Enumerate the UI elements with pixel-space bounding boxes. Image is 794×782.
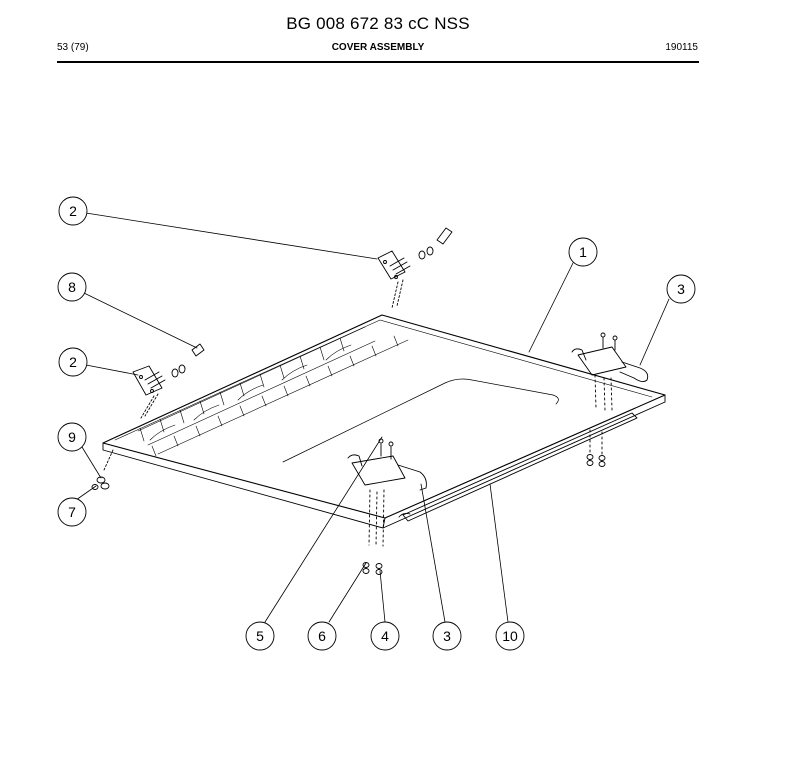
callouts: 2 8 2 9 7 1 3 5	[57, 196, 696, 651]
svg-text:3: 3	[443, 628, 451, 644]
edge-strip	[398, 412, 638, 522]
leader-lines	[75, 212, 670, 623]
svg-text:9: 9	[68, 429, 76, 445]
svg-text:3: 3	[677, 281, 685, 297]
section-title: COVER ASSEMBLY	[331, 42, 425, 53]
callout-4: 4	[370, 621, 400, 651]
svg-text:5: 5	[256, 628, 264, 644]
callout-2-hinge-upper: 2	[58, 196, 88, 226]
svg-text:6: 6	[318, 628, 326, 644]
svg-text:7: 7	[68, 504, 76, 520]
svg-text:1: 1	[579, 244, 587, 260]
header-rule	[57, 61, 699, 63]
callout-6: 6	[307, 621, 337, 651]
page-number: 53 (79)	[57, 42, 89, 53]
callout-9: 9	[57, 422, 87, 452]
callout-8: 8	[57, 272, 87, 302]
svg-text:4: 4	[381, 628, 389, 644]
callout-2-hinge-left: 2	[58, 347, 88, 377]
hinge-upper	[377, 227, 453, 309]
callout-3-latch-right: 3	[666, 274, 696, 304]
louvre-slots	[137, 326, 409, 457]
svg-text:2: 2	[69, 203, 77, 219]
svg-text:2: 2	[69, 354, 77, 370]
hinge-left	[132, 343, 205, 419]
callout-10: 10	[495, 621, 525, 651]
callout-5: 5	[245, 621, 275, 651]
date-code: 190115	[665, 42, 698, 53]
callout-3-latch-front: 3	[432, 621, 462, 651]
latch-right	[571, 332, 649, 467]
svg-text:8: 8	[68, 279, 76, 295]
document-id: BG 008 672 83 cC NSS	[286, 14, 470, 33]
svg-text:10: 10	[502, 628, 518, 644]
cover-plate	[102, 314, 666, 529]
callout-7: 7	[57, 497, 87, 527]
fastener-left	[91, 449, 114, 490]
latch-front	[347, 438, 427, 575]
callout-1: 1	[568, 237, 598, 267]
